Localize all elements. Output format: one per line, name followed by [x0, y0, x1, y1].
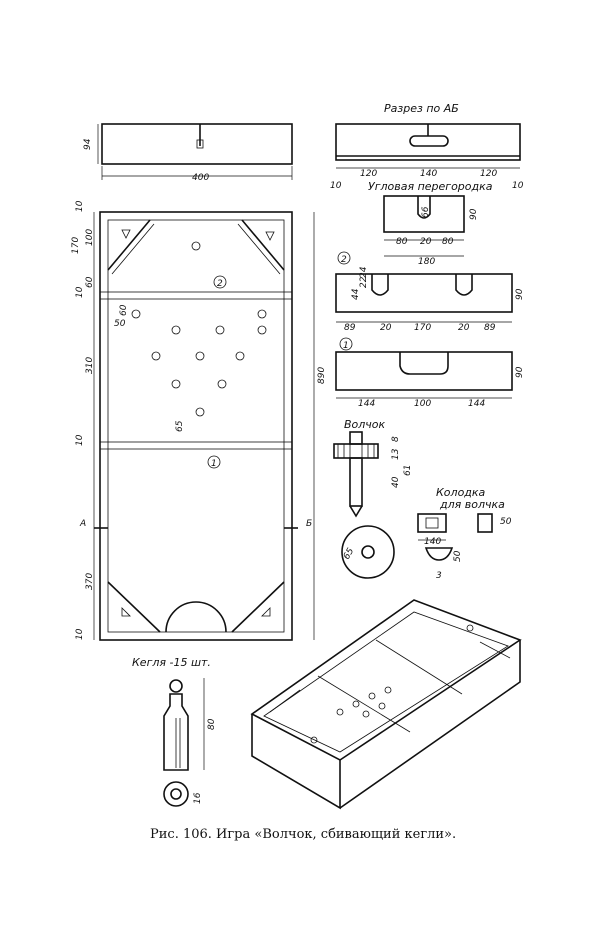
pin-dim-80: 80 — [207, 718, 217, 730]
dim-13: 13 — [391, 448, 401, 460]
dim-20-partition: 20 — [420, 237, 432, 247]
plan-dim-10-top: 10 — [75, 200, 85, 212]
dim-10-right: 10 — [512, 181, 524, 191]
block-title-1: Колодка — [436, 486, 486, 499]
partition-1-marker: 1 — [343, 341, 349, 351]
dim-90-p2: 90 — [515, 288, 525, 300]
dim-89-left: 89 — [344, 323, 356, 333]
partition-1: 1 90 144 100 144 — [335, 337, 525, 409]
section-marker-b: Б — [306, 519, 312, 529]
corner-partition: Угловая перегородка 66 90 80 20 80 180 — [368, 180, 493, 267]
plan-dim-60-left: 60 — [85, 276, 95, 288]
block-for-top: Колодка для волчка 50 140 50 3 — [417, 486, 512, 581]
dim-90-partition: 90 — [469, 208, 479, 220]
pin-dim-16: 16 — [193, 792, 203, 804]
partition-2-marker: 2 — [341, 255, 347, 265]
plan-marker-2: 2 — [217, 279, 223, 289]
dim-120-right: 120 — [480, 169, 497, 179]
dim-50-block-bottom: 50 — [453, 550, 463, 562]
pin-title: Кегля -15 шт. — [132, 656, 211, 669]
dim-140-section: 140 — [420, 169, 437, 179]
side-view: 400 94 — [83, 123, 293, 183]
dim-61: 61 — [403, 465, 413, 476]
dim-144-left: 144 — [358, 399, 375, 409]
dim-140-block: 140 — [424, 537, 441, 547]
plan-dim-60-pins: 60 — [119, 304, 129, 316]
dim-144-right: 144 — [468, 399, 485, 409]
dim-180: 180 — [418, 257, 435, 267]
dim-20-p2-right: 20 — [458, 323, 470, 333]
dim-65: 65 — [342, 546, 357, 561]
spinning-top-title: Волчок — [344, 418, 386, 431]
isometric-box — [250, 599, 522, 810]
plan-dim-100: 100 — [85, 229, 95, 246]
bowling-pin: Кегля -15 шт. 80 16 — [132, 656, 217, 807]
section-marker-a: А — [79, 519, 86, 529]
dim-80-right: 80 — [442, 237, 454, 247]
dim-40: 40 — [391, 476, 401, 488]
plan-dim-170: 170 — [71, 237, 81, 254]
dim-3: 3 — [436, 571, 442, 581]
plan-dim-890: 890 — [317, 367, 327, 384]
dim-8: 8 — [391, 436, 401, 442]
figure-caption: Рис. 106. Игра «Волчок, сбивающий кегли»… — [150, 827, 456, 842]
corner-partition-title: Угловая перегородка — [368, 180, 493, 193]
plan-dim-50: 50 — [114, 319, 126, 329]
dim-10-left: 10 — [330, 181, 342, 191]
plan-dim-10-lower: 10 — [75, 434, 85, 446]
dim-24: 24 — [359, 266, 369, 278]
dim-89-right: 89 — [484, 323, 496, 333]
dim-80-left: 80 — [396, 237, 408, 247]
section-ab-title: Разрез по АБ — [384, 102, 459, 115]
plan-dim-10-bottom: 10 — [75, 628, 85, 640]
dim-120-left: 120 — [360, 169, 377, 179]
dim-400: 400 — [192, 173, 209, 183]
dim-50-block-right: 50 — [500, 517, 512, 527]
dim-90-p1: 90 — [515, 366, 525, 378]
spinning-top: Волчок 8 13 61 40 65 — [333, 418, 413, 579]
dim-170: 170 — [414, 323, 431, 333]
dim-100-p1: 100 — [414, 399, 431, 409]
plan-dim-310: 310 — [85, 357, 95, 374]
board-plan-view: 2 1 А Б 10 100 170 60 10 60 50 — [71, 200, 327, 641]
dim-20-p2-left: 20 — [380, 323, 392, 333]
block-title-2: для волчка — [439, 498, 505, 511]
section-ab: Разрез по АБ 120 140 120 10 10 — [330, 102, 524, 191]
plan-dim-370: 370 — [85, 573, 95, 590]
partition-2: 2 44 22 24 90 89 20 170 20 89 — [335, 251, 525, 333]
dim-22: 22 — [359, 276, 369, 288]
dim-44: 44 — [351, 288, 361, 300]
dim-94: 94 — [83, 138, 93, 150]
plan-marker-1: 1 — [211, 459, 217, 469]
plan-dim-65: 65 — [175, 420, 185, 432]
dim-66: 66 — [421, 206, 431, 218]
plan-dim-10-mid: 10 — [75, 286, 85, 298]
